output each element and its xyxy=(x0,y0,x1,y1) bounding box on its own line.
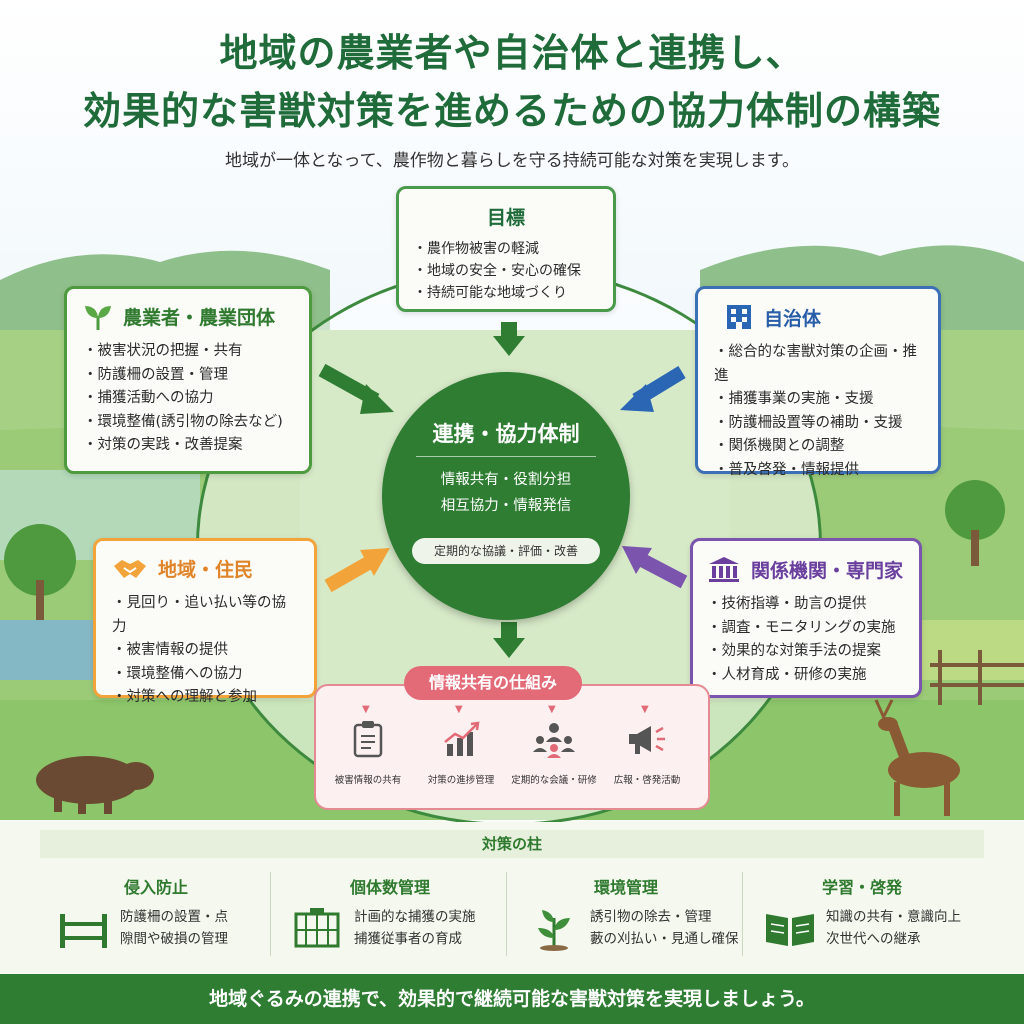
arrow-expert-to-center xyxy=(622,546,688,589)
info-item-publicity: 広報・啓発活動 xyxy=(599,720,695,786)
footer-banner: 地域ぐるみの連携で、効果的で継続可能な害獣対策を実現しましょう。 xyxy=(0,974,1024,1024)
down-arrow-icon: ▼ xyxy=(641,704,649,715)
government-item: 普及啓発・情報提供 xyxy=(714,459,922,483)
farmers-card: 農業者・農業団体 被害状況の把握・共有 防護柵の設置・管理 捕獲活動への協力 環… xyxy=(64,286,312,474)
experts-title: 関係機関・専門家 xyxy=(751,559,904,582)
arrow-center-to-info xyxy=(493,622,525,658)
sprout-icon xyxy=(85,305,111,330)
arrow-resident-to-center xyxy=(324,548,390,593)
pillar-line: 次世代への継承 xyxy=(826,931,921,947)
fence-icon xyxy=(60,914,107,948)
center-divider xyxy=(416,456,596,457)
residents-item: 見回り・追い払い等の協力 xyxy=(112,592,298,639)
pillars-title: 対策の柱 xyxy=(40,830,984,858)
page-title-line2: 効果的な害獣対策を進めるための協力体制の構築 xyxy=(82,89,941,133)
pillar-title: 個体数管理 xyxy=(349,878,430,897)
pillar-prevention: 侵入防止 防護柵の設置・点 隙間や破損の管理 xyxy=(42,868,270,960)
center-cooperation-circle: 連携・協力体制 情報共有・役割分担 相互協力・情報発信 定期的な協議・評価・改善 xyxy=(382,372,630,620)
residents-card: 地域・住民 見回り・追い払い等の協力 被害情報の提供 環境整備への協力 対策への… xyxy=(93,538,317,705)
book-icon xyxy=(766,914,814,946)
pillar-line: 隙間や破損の管理 xyxy=(120,931,228,947)
residents-item: 被害情報の提供 xyxy=(112,639,298,663)
plant-icon xyxy=(538,910,570,951)
handshake-icon xyxy=(114,559,146,578)
info-item-progress: 対策の進捗管理 xyxy=(413,720,509,786)
info-item-label: 広報・啓発活動 xyxy=(613,775,681,786)
page-title-line1: 地域の農業者や自治体と連携し、 xyxy=(219,31,805,75)
pillar-title: 環境管理 xyxy=(593,878,658,897)
pillar-title: 侵入防止 xyxy=(123,878,188,897)
pillar-text: 防護柵の設置・点 隙間や破損の管理 xyxy=(120,906,228,950)
pillar-population: 個体数管理 計画的な捕獲の実施 捕獲従事者の育成 xyxy=(276,868,504,960)
farmers-item: 対策の実践・改善提案 xyxy=(83,434,293,458)
pillar-divider xyxy=(742,872,743,956)
info-sharing-title: 情報共有の仕組み xyxy=(404,666,582,700)
government-title: 自治体 xyxy=(764,307,822,330)
info-item-meeting: 定期的な会議・研修 xyxy=(506,720,602,786)
center-line2: 相互協力・情報発信 xyxy=(440,498,572,514)
info-item-label: 被害情報の共有 xyxy=(334,775,402,786)
down-arrow-icon: ▼ xyxy=(362,704,370,715)
pillar-line: 知識の共有・意識向上 xyxy=(826,909,961,925)
goal-item: 持続可能な地域づくり xyxy=(413,282,599,304)
pillar-text: 誘引物の除去・管理 藪の刈払い・見通し確保 xyxy=(590,906,739,950)
flow-arrows xyxy=(318,322,688,658)
pillar-line: 藪の刈払い・見通し確保 xyxy=(590,931,739,947)
info-item-damage: 被害情報の共有 xyxy=(320,720,416,786)
government-card: 自治体 総合的な害獣対策の企画・推進 捕獲事業の実施・支援 防護柵設置等の補助・… xyxy=(695,286,941,478)
page-subtitle: 地域が一体となって、農作物と暮らしを守る持続可能な対策を実現します。 xyxy=(224,151,800,171)
pillar-text: 知識の共有・意識向上 次世代への継承 xyxy=(826,906,961,950)
pillar-line: 防護柵の設置・点 xyxy=(120,909,228,925)
arrow-goal-to-center xyxy=(493,322,525,356)
goal-title: 目標 xyxy=(486,207,525,229)
down-arrow-icon: ▼ xyxy=(548,704,556,715)
center-title: 連携・協力体制 xyxy=(432,422,580,446)
clipboard-icon xyxy=(353,721,383,758)
farmers-item: 捕獲活動への協力 xyxy=(83,387,293,411)
experts-item: 人材育成・研修の実施 xyxy=(707,664,905,688)
farmers-item: 環境整備(誘引物の除去など) xyxy=(83,411,293,435)
pillar-divider xyxy=(506,872,507,956)
pillar-text: 計画的な捕獲の実施 捕獲従事者の育成 xyxy=(354,906,476,950)
goal-item: 農作物被害の軽減 xyxy=(413,238,599,260)
goal-card: 目標 農作物被害の軽減 地域の安全・安心の確保 持続可能な地域づくり xyxy=(396,186,616,312)
arrow-farmer-to-center xyxy=(318,363,394,414)
center-line1: 情報共有・役割分担 xyxy=(440,472,572,488)
government-item: 捕獲事業の実施・支援 xyxy=(714,388,922,412)
residents-item: 対策への理解と参加 xyxy=(112,686,298,710)
bar-chart-icon xyxy=(444,721,480,756)
pillar-line: 計画的な捕獲の実施 xyxy=(354,909,476,925)
deer-illustration xyxy=(874,699,960,816)
down-arrow-icon: ▼ xyxy=(455,704,463,715)
farmers-title: 農業者・農業団体 xyxy=(123,307,276,329)
experts-item: 技術指導・助言の提供 xyxy=(707,593,905,617)
government-item: 防護柵設置等の補助・支援 xyxy=(714,412,922,436)
trap-cage-icon xyxy=(294,908,340,948)
meeting-icon xyxy=(533,723,575,758)
info-item-label: 定期的な会議・研修 xyxy=(511,775,597,786)
farmers-item: 防護柵の設置・管理 xyxy=(83,364,293,388)
pillar-line: 捕獲従事者の育成 xyxy=(354,931,462,947)
farmers-item: 被害状況の把握・共有 xyxy=(83,340,293,364)
info-item-label: 対策の進捗管理 xyxy=(427,775,495,786)
building-icon xyxy=(727,305,751,329)
residents-title: 地域・住民 xyxy=(158,559,254,581)
arrow-gov-to-center xyxy=(620,366,686,412)
pillar-education: 学習・啓発 知識の共有・意識向上 次世代への継承 xyxy=(748,868,976,960)
pillar-divider xyxy=(270,872,271,956)
government-item: 関係機関との調整 xyxy=(714,435,922,459)
boar-illustration xyxy=(36,756,154,814)
pillar-environment: 環境管理 誘引物の除去・管理 藪の刈払い・見通し確保 xyxy=(512,868,740,960)
megaphone-icon xyxy=(629,726,665,754)
institution-icon xyxy=(709,557,739,582)
experts-item: 効果的な対策手法の提案 xyxy=(707,640,905,664)
pillar-line: 誘引物の除去・管理 xyxy=(590,909,712,925)
experts-item: 調査・モニタリングの実施 xyxy=(707,617,905,641)
government-item: 総合的な害獣対策の企画・推進 xyxy=(714,341,922,388)
experts-card: 関係機関・専門家 技術指導・助言の提供 調査・モニタリングの実施 効果的な対策手… xyxy=(690,538,922,698)
pillar-title: 学習・啓発 xyxy=(821,878,902,897)
center-pill: 定期的な協議・評価・改善 xyxy=(412,538,600,564)
goal-item: 地域の安全・安心の確保 xyxy=(413,260,599,282)
residents-item: 環境整備への協力 xyxy=(112,663,298,687)
